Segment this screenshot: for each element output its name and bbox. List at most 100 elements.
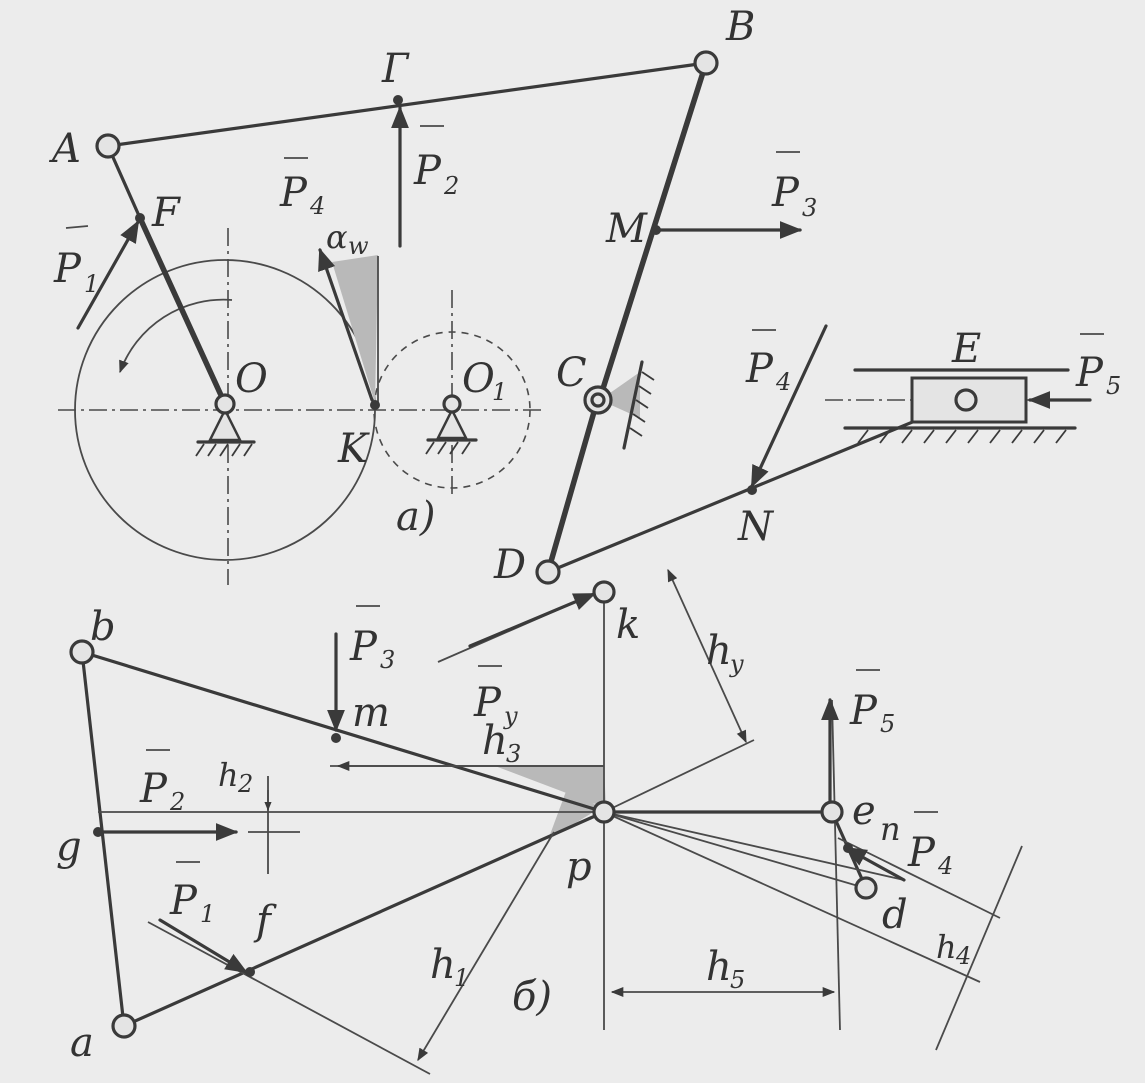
line-p1-action	[147, 921, 431, 1075]
mechanism-diagram: A B Г F O O 1 K M C D N E a) P 1 P 2 P 3…	[48, 4, 1121, 588]
arm-h1	[417, 831, 555, 1062]
label-point-d-plan: d	[882, 892, 908, 938]
svg-text:P: P	[849, 688, 878, 734]
label-point-g-plan: g	[56, 824, 82, 870]
svg-text:P: P	[169, 878, 198, 924]
joint-b	[693, 50, 719, 76]
joint-n	[747, 485, 757, 495]
label-arm-h1: h 1	[430, 942, 469, 992]
joint-c-inner	[590, 392, 606, 408]
label-point-f-plan: f	[253, 898, 277, 944]
svg-text:1: 1	[454, 964, 469, 992]
joint-g	[393, 95, 403, 105]
label-arm-h5: h 5	[706, 944, 745, 994]
label-point-b: B	[725, 4, 755, 50]
rotation-arc	[119, 298, 233, 374]
label-point-o1: O	[462, 356, 495, 402]
label-point-k-plan: k	[616, 602, 640, 648]
joint-a-plan	[111, 1013, 137, 1039]
label-point-e: E	[951, 326, 981, 372]
label-arm-h4: h 4	[936, 928, 971, 970]
svg-text:3: 3	[802, 194, 817, 222]
link-af	[106, 144, 142, 220]
svg-text:h: h	[706, 628, 732, 674]
svg-text:P: P	[413, 148, 442, 194]
link-fo	[137, 215, 228, 407]
joint-d-plan	[854, 876, 878, 900]
label-point-a: A	[48, 126, 81, 172]
force-arrow-p4-plan	[844, 846, 906, 882]
label-arm-h3: h 3	[482, 718, 521, 768]
joint-k-plan	[592, 580, 616, 604]
label-force-py-plan: P y	[473, 665, 518, 730]
joint-d	[535, 559, 561, 585]
joint-o1	[442, 394, 462, 414]
label-angle-alpha-w: α w	[326, 218, 369, 260]
label-point-n-plan: n	[880, 810, 901, 848]
joint-m	[651, 225, 661, 235]
label-force-p3-plan: P 3	[349, 605, 395, 674]
force-plan-diagram: b g a f m k p e n d б) P 1 P 2 P 3 P 4	[56, 568, 1023, 1075]
joint-p-plan	[592, 800, 616, 824]
support-c	[600, 360, 655, 450]
svg-text:P: P	[53, 246, 82, 292]
line-a-p	[122, 810, 606, 1028]
joint-f	[135, 213, 145, 223]
shaded-triangle-h1	[548, 786, 600, 840]
label-arm-hy: h y	[706, 628, 744, 678]
svg-text:P: P	[279, 170, 308, 216]
line-p-d-thin	[603, 811, 981, 983]
line-p-n-thin	[603, 811, 905, 881]
svg-text:5: 5	[880, 710, 895, 738]
label-force-p4-plan: P 4	[907, 811, 953, 880]
label-force-p2-plan: P 2	[139, 749, 185, 816]
label-point-k: K	[337, 426, 370, 472]
line-p-d-arm	[603, 811, 873, 891]
link-cd	[545, 395, 601, 575]
pressure-angle-sector	[332, 255, 378, 403]
label-arm-h2: h 2	[218, 756, 253, 798]
force-arrow-p4-link	[750, 324, 828, 489]
label-point-b-plan: b	[90, 604, 116, 650]
force-arrow-p4-gear	[318, 247, 374, 402]
joint-m-plan	[331, 733, 341, 743]
svg-text:P: P	[139, 766, 168, 812]
svg-text:4: 4	[775, 368, 791, 396]
svg-text:P: P	[349, 624, 378, 670]
svg-text:2: 2	[237, 770, 253, 798]
svg-text:5: 5	[1106, 372, 1121, 400]
joint-n-plan	[843, 843, 853, 853]
label-caption-b: б)	[512, 974, 552, 1020]
svg-text:h: h	[706, 944, 732, 990]
label-force-p5-plan: P 5	[849, 669, 895, 738]
label-force-p4-gear: P 4	[279, 157, 325, 220]
joint-o	[214, 393, 236, 415]
link-ab	[106, 61, 708, 148]
line-hy-base	[603, 739, 755, 813]
label-point-p-plan: p	[566, 844, 592, 890]
support-o	[195, 407, 256, 457]
arm-hy	[667, 568, 747, 744]
svg-text:3: 3	[506, 740, 521, 768]
svg-text:α: α	[326, 218, 348, 256]
svg-text:2: 2	[443, 172, 459, 200]
svg-text:5: 5	[730, 966, 745, 994]
force-arrow-p1-plan	[158, 918, 248, 974]
label-point-d: D	[493, 542, 526, 588]
label-force-p4-link: P 4	[745, 329, 791, 396]
svg-text:P: P	[745, 346, 774, 392]
svg-text:1: 1	[84, 270, 99, 298]
svg-text:w: w	[348, 232, 369, 260]
svg-text:P: P	[771, 170, 800, 216]
svg-text:2: 2	[169, 788, 185, 816]
joint-b-plan	[69, 639, 95, 665]
label-point-m: M	[605, 206, 648, 252]
joint-k	[370, 400, 380, 410]
label-force-p1: P 1	[53, 225, 99, 298]
svg-text:4: 4	[955, 942, 971, 970]
support-o1	[425, 407, 478, 455]
joint-e	[954, 388, 978, 412]
force-arrow-py-plan	[468, 592, 597, 648]
